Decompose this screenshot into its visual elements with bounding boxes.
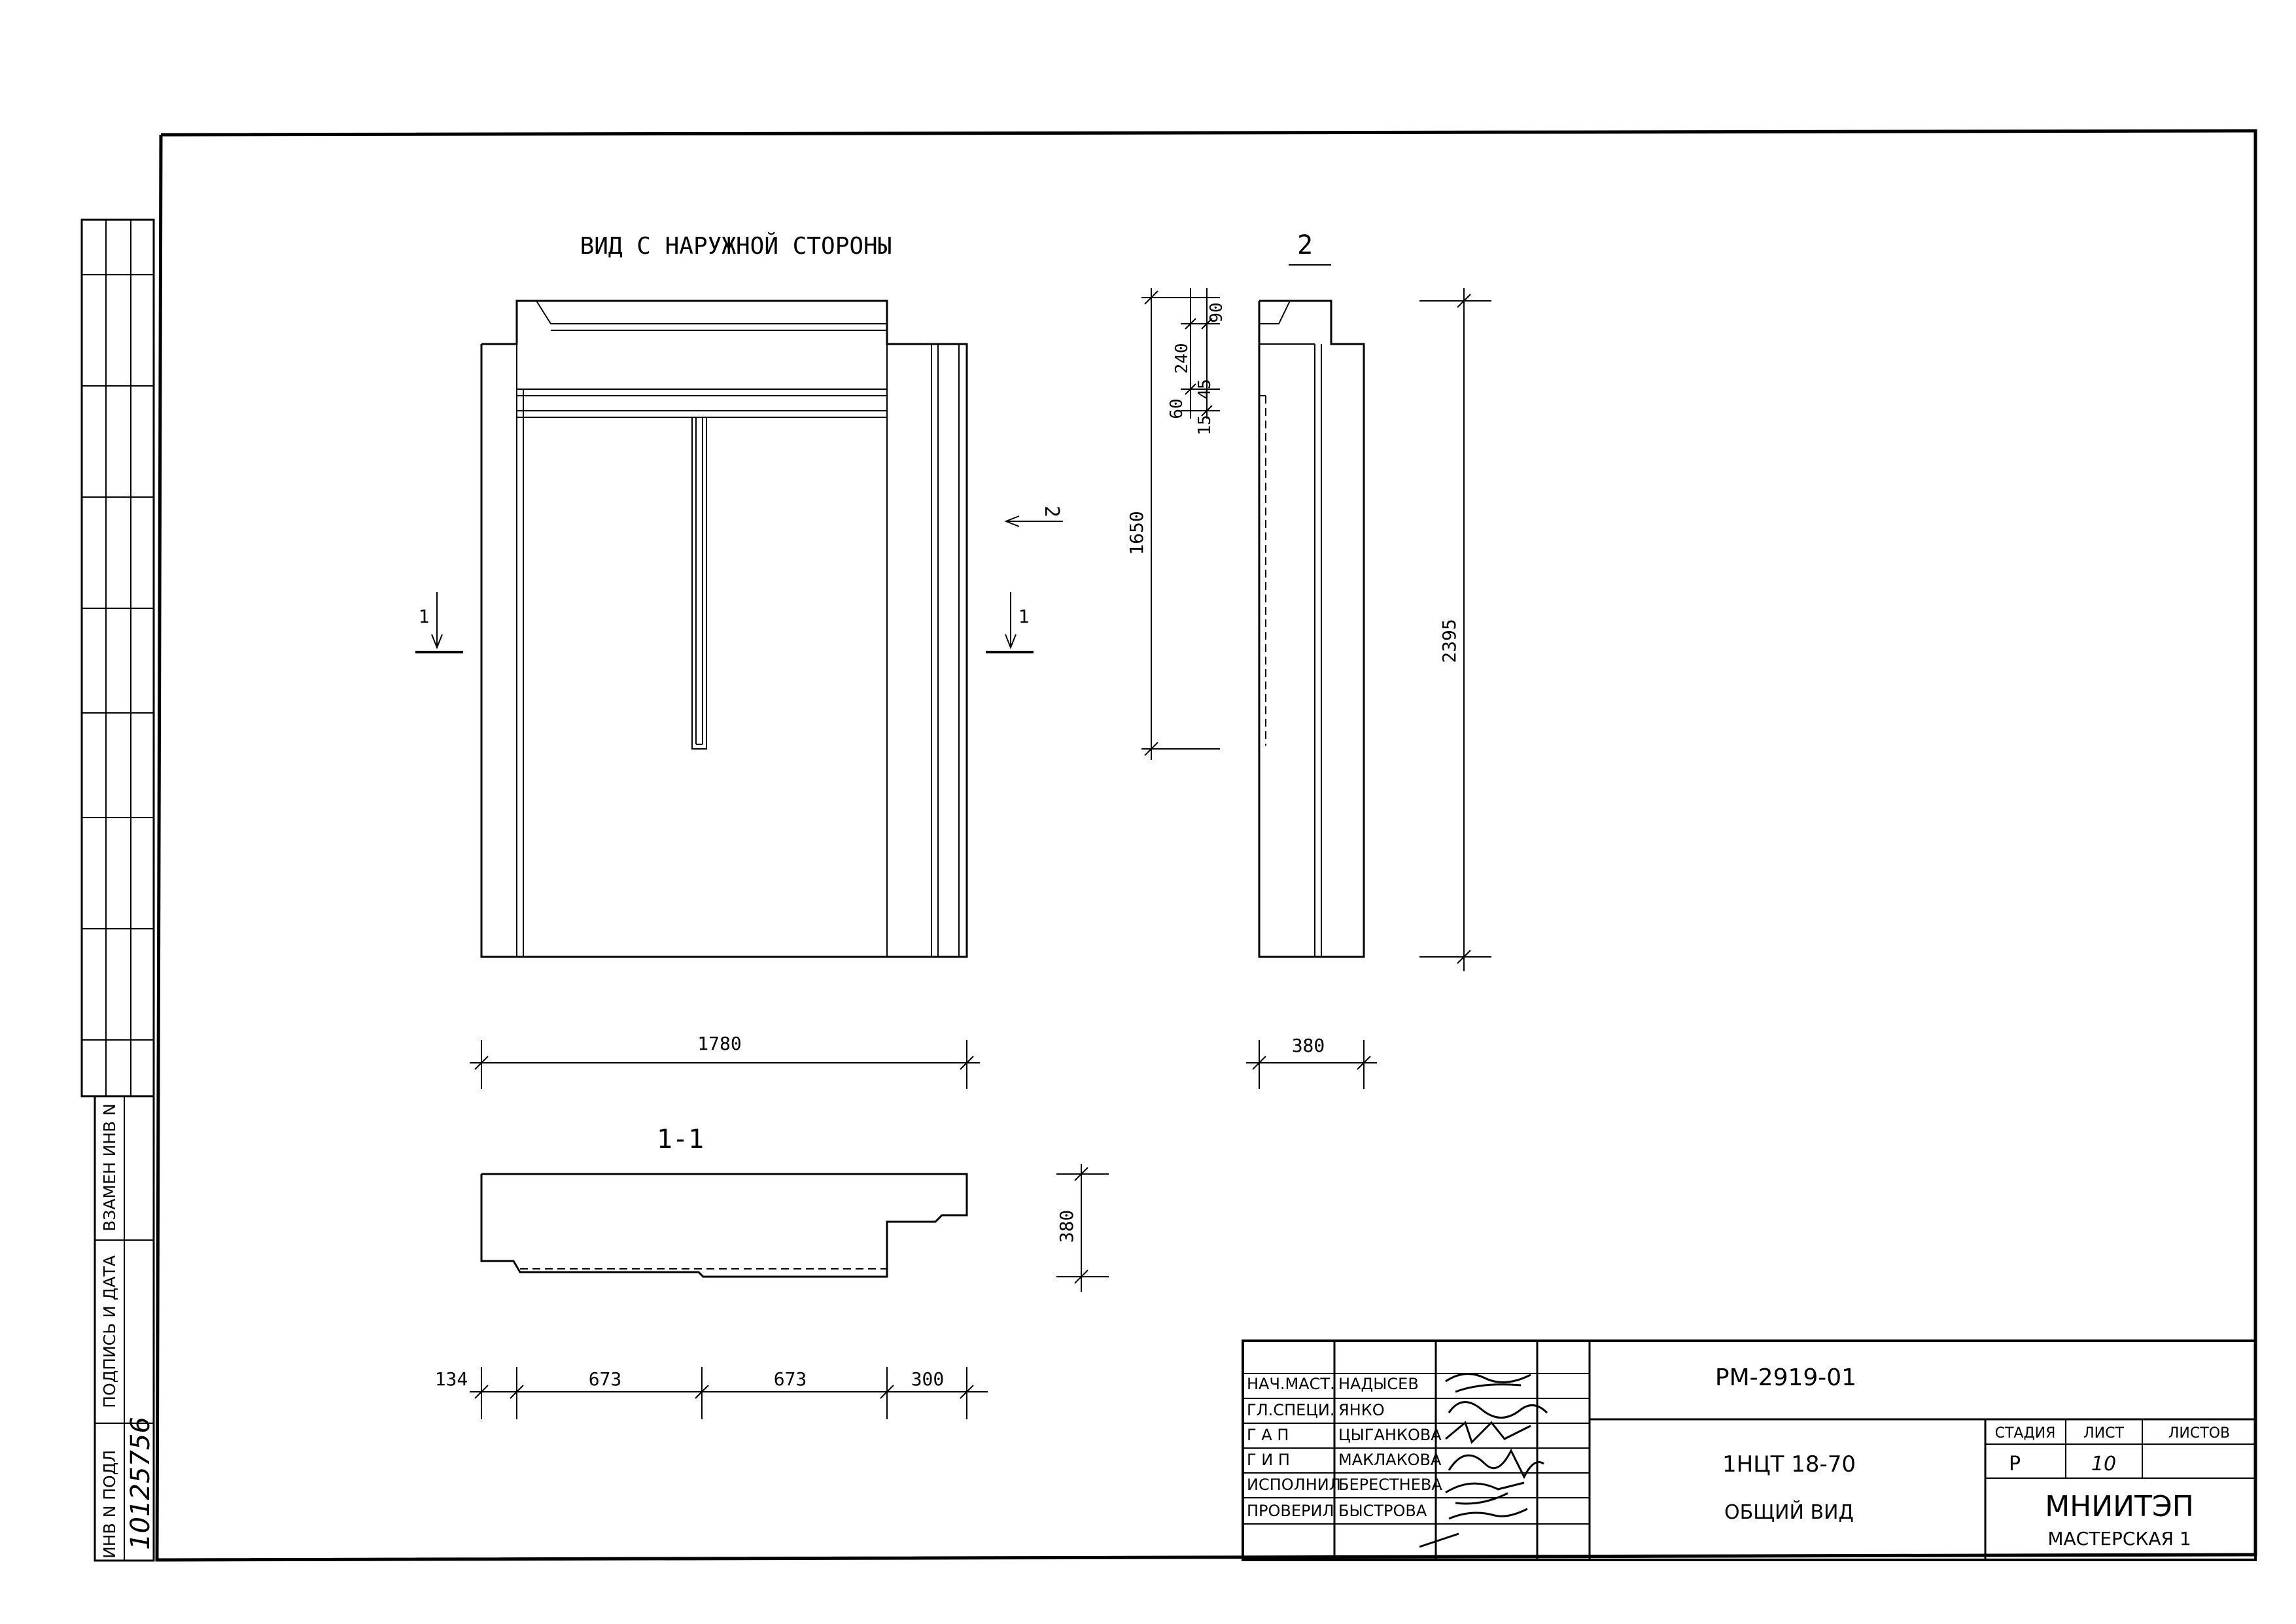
drawing-code: РМ-2919-01 [1715, 1364, 1856, 1391]
section-mark-right-label: 1 [1018, 606, 1030, 627]
side-view: 2 2395 380 [1246, 230, 1491, 1089]
role-5: ПРОВЕРИЛ [1247, 1502, 1334, 1520]
name-5: БЫСТРОВА [1338, 1502, 1427, 1520]
dim-60: 60 [1167, 398, 1187, 419]
dim-673-b: 673 [774, 1368, 807, 1390]
signature-date-label: ПОДПИСЬ И ДАТА [100, 1255, 119, 1408]
name-3: МАКЛАКОВА [1338, 1451, 1442, 1469]
side-outline [1258, 300, 1365, 958]
name-2: ЦЫГАНКОВА [1338, 1426, 1442, 1444]
product-code: 1НЦТ 18-70 [1722, 1451, 1856, 1477]
width-dimension: 1780 [470, 1033, 980, 1089]
section-height-label: 380 [1056, 1210, 1077, 1243]
sheet-header: ЛИСТ [2083, 1425, 2124, 1442]
section-mark-left-label: 1 [419, 606, 430, 627]
total-height-label: 2395 [1438, 619, 1460, 663]
height-dimensions: 1650 90 240 60 15 45 [1126, 288, 1226, 760]
sheet-title: ОБЩИЙ ВИД [1724, 1500, 1854, 1524]
role-2: Г А П [1247, 1426, 1289, 1444]
front-view: ВИД С НАРУЖНОЙ СТОРОНЫ 1 [415, 232, 1063, 1089]
view-title: ВИД С НАРУЖНОЙ СТОРОНЫ [580, 232, 892, 260]
dim-90: 90 [1207, 302, 1226, 322]
section-view: 1-1 380 134 673 673 300 [435, 1124, 1109, 1419]
panel-outline [480, 300, 968, 958]
side-view-label: 2 [1297, 230, 1313, 260]
sheets-header: ЛИСТОВ [2168, 1425, 2230, 1442]
section-mark-left: 1 [415, 592, 463, 653]
role-0: НАЧ.МАСТ. [1247, 1375, 1335, 1393]
view-arrow-2-label: 2 [1040, 506, 1063, 517]
width-dimension-label: 1780 [697, 1033, 741, 1054]
dim-45: 45 [1195, 379, 1215, 399]
role-3: Г И П [1247, 1451, 1290, 1469]
signatures [1419, 1373, 1548, 1548]
opening-height-label: 1650 [1126, 511, 1147, 555]
dim-240: 240 [1172, 343, 1192, 374]
stage-value: Р [2009, 1453, 2021, 1476]
role-1: ГЛ.СПЕЦИ. [1247, 1401, 1335, 1419]
side-thickness-label: 380 [1292, 1035, 1325, 1056]
name-1: ЯНКО [1338, 1401, 1385, 1419]
orig-inv-label: ИНВ N ПОДЛ [100, 1450, 119, 1559]
name-4: БЕРЕСТНЕВА [1338, 1476, 1442, 1494]
section-mark-right: 1 [986, 592, 1034, 653]
view-arrow-2: 2 [1004, 506, 1063, 527]
stage-header: СТАДИЯ [1995, 1425, 2056, 1442]
section-label: 1-1 [657, 1124, 704, 1154]
name-0: НАДЫСЕВ [1338, 1375, 1419, 1393]
dim-300: 300 [911, 1368, 945, 1390]
section-outline [480, 1173, 968, 1278]
dim-673-a: 673 [589, 1368, 622, 1390]
title-block: НАЧ.МАСТ. НАДЫСЕВ ГЛ.СПЕЦИ. ЯНКО Г А П Ц… [1242, 1339, 2257, 1561]
sheet-value: 10 [2091, 1453, 2116, 1476]
left-margin-strip: ВЗАМЕН ИНВ N ПОДПИСЬ И ДАТА ИНВ N ПОДЛ 1… [80, 218, 156, 1562]
org-name: МНИИТЭП [2045, 1490, 2194, 1523]
role-4: ИСПОЛНИЛ [1247, 1476, 1341, 1494]
dim-134: 134 [435, 1368, 468, 1390]
inv-number-handwritten: 10125756 [126, 1417, 156, 1550]
workshop-name: МАСТЕРСКАЯ 1 [2047, 1528, 2191, 1549]
dim-15: 15 [1195, 415, 1215, 435]
replaced-inv-label: ВЗАМЕН ИНВ N [100, 1103, 119, 1232]
